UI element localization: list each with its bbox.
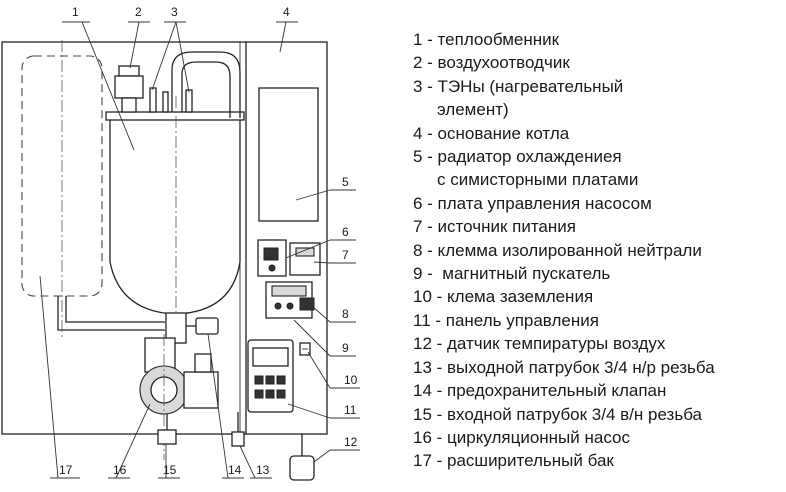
callout-numbers: 1 2 3 4 5 6 7 8 9 10 11 12 13 14 15 16 1… [59, 5, 358, 477]
legend-item: 1 - теплообменник [413, 28, 715, 51]
heating-element-mid [162, 91, 169, 113]
callout-1: 1 [72, 5, 79, 19]
legend-item-text: 16 - циркуляционный насос [413, 427, 630, 447]
legend-item: 5 - радиатор охлаждениея [413, 145, 715, 168]
legend-item: 12 - датчик темпиратуры воздух [413, 332, 715, 355]
air-vent-body [114, 75, 144, 99]
legend-item: 13 - выходной патрубок 3/4 н/р резьба [413, 356, 715, 379]
air-vent-cap [118, 65, 140, 77]
callout-underlines [50, 21, 360, 479]
control-panel-button-3 [276, 375, 286, 385]
pump-terminal-box [194, 353, 212, 373]
pump-control-led [268, 264, 276, 272]
cooling-radiator [258, 87, 319, 222]
legend-item-text: 13 - выходной патрубок 3/4 н/р резьба [413, 357, 715, 377]
callout-13: 13 [256, 463, 270, 477]
legend-item-text: 9 - магнитный пускатель [413, 264, 611, 284]
safety-valve [195, 317, 219, 335]
legend-item: 6 - плата управления насосом [413, 192, 715, 215]
leader-lines [39, 21, 331, 479]
pump-control-chip [263, 247, 279, 261]
outlet-nozzle [231, 431, 245, 447]
callout-9: 9 [342, 341, 349, 355]
legend-item-text: с симисторными платами [437, 170, 639, 190]
control-panel-button-2 [265, 375, 275, 385]
legend-item: элемент) [413, 98, 715, 121]
legend-item: 3 - ТЭНы (нагревательный [413, 75, 715, 98]
callout-16: 16 [113, 463, 127, 477]
legend-item-text: 5 - радиатор охлаждениея [413, 147, 622, 167]
legend-item: 10 - клема заземления [413, 285, 715, 308]
callout-7: 7 [342, 248, 349, 262]
callout-17: 17 [59, 463, 73, 477]
expansion-tank-pipe [57, 296, 165, 331]
air-vent-nipple [121, 97, 137, 113]
power-supply-terminal [295, 247, 315, 257]
component-legend: 1 - теплообменник 2 - воздухоотводчик 3 - … [413, 28, 715, 473]
legend-item: 14 - предохранительный клапан [413, 379, 715, 402]
neutral-terminal [299, 297, 315, 311]
legend-item: 8 - клемма изолированной нейтрали [413, 239, 715, 262]
legend-item-text: 11 - панель управления [413, 310, 599, 330]
legend-item-text: 1 - теплообменник [413, 30, 560, 49]
outlet-pipe-loop [171, 51, 241, 118]
inlet-nozzle [157, 429, 177, 445]
legend-item: 16 - циркуляционный насос [413, 426, 715, 449]
heat-exchanger [109, 117, 241, 315]
control-panel-display [252, 347, 289, 367]
legend-item: 11 - панель управления [413, 309, 715, 332]
air-temperature-sensor [289, 455, 315, 481]
legend-item-text: 4 - основание котла [413, 123, 570, 143]
control-panel-button-1 [254, 375, 264, 385]
legend-item-text: 10 - клема заземления [413, 287, 594, 307]
legend-item-text: элемент) [437, 100, 509, 120]
legend-item: 9 - магнитный пускатель [413, 262, 715, 285]
legend-item: 15 - входной патрубок 3/4 в/н резьба [413, 403, 715, 426]
magnetic-contactor-top [271, 285, 307, 297]
callout-8: 8 [342, 307, 349, 321]
legend-item-text: 8 - клемма изолированной нейтрали [413, 240, 702, 260]
legend-item-text: 3 - ТЭНы (нагревательный [413, 76, 624, 96]
heat-exchanger-flange [105, 111, 245, 121]
legend-item-text: 15 - входной патрубок 3/4 в/н резьба [413, 404, 703, 424]
callout-2: 2 [135, 5, 142, 19]
callout-5: 5 [342, 175, 349, 189]
legend-item-text: 7 - источник питания [413, 217, 576, 237]
legend-item: 4 - основание котла [413, 122, 715, 145]
heating-element-right [185, 89, 193, 113]
legend-item-text: 17 - расширительный бак [413, 451, 614, 471]
callout-11: 11 [344, 403, 357, 417]
legend-item-text: 14 - предохранительный клапан [413, 381, 667, 401]
control-panel-button-4 [254, 389, 264, 399]
legend-item: 7 - источник питания [413, 215, 715, 238]
contactor-screw-1 [274, 302, 282, 310]
legend-item: с симисторными платами [413, 168, 715, 191]
callout-6: 6 [342, 225, 349, 239]
callout-10: 10 [344, 373, 358, 387]
contactor-screw-2 [286, 302, 294, 310]
callout-14: 14 [228, 463, 242, 477]
control-panel-button-5 [265, 389, 275, 399]
callout-3: 3 [171, 5, 178, 19]
legend-item: 2 - воздухоотводчик [413, 51, 715, 74]
legend-item-text: 6 - плата управления насосом [413, 193, 652, 213]
callout-15: 15 [163, 463, 177, 477]
legend-item-text: 12 - датчик темпиратуры воздух [413, 334, 666, 354]
legend-item: 17 - расширительный бак [413, 449, 715, 472]
pump-motor-body [183, 371, 219, 409]
outlet-pipe-loop-inner [181, 61, 231, 118]
legend-item-text: 2 - воздухоотводчик [413, 53, 570, 73]
heating-element-left [149, 87, 157, 113]
control-panel-button-6 [276, 389, 286, 399]
heat-exchanger-outlet [165, 312, 187, 344]
callout-12: 12 [344, 435, 358, 449]
callout-4: 4 [283, 5, 290, 19]
